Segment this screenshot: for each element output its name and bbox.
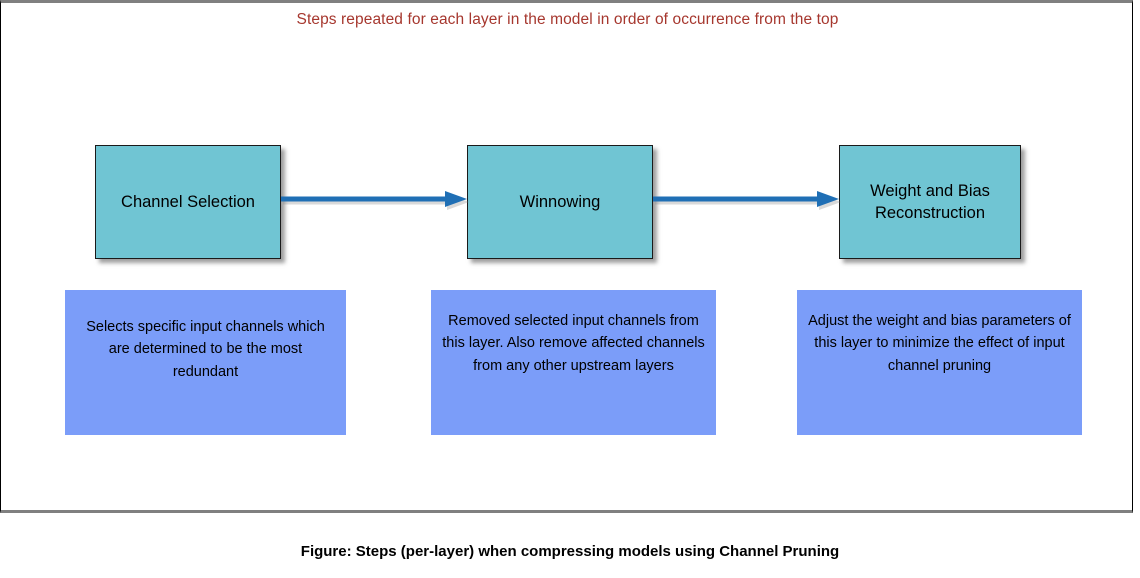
stage-box-winnowing[interactable]: Winnowing bbox=[467, 145, 653, 259]
description-box-channel-selection: Selects specific input channels which ar… bbox=[65, 290, 346, 435]
description-text-weight-and-bias-reconstruction: Adjust the weight and bias parameters of… bbox=[808, 313, 1071, 374]
stage-label-channel-selection: Channel Selection bbox=[121, 192, 255, 211]
diagram-heading: Steps repeated for each layer in the mod… bbox=[296, 11, 839, 28]
stage-box-channel-selection[interactable]: Channel Selection bbox=[95, 145, 281, 259]
stage-label-weight-and-bias-reconstruction: Weight and Bias Reconstruction bbox=[870, 181, 990, 222]
description-box-weight-and-bias-reconstruction: Adjust the weight and bias parameters of… bbox=[797, 290, 1082, 435]
description-text-winnowing: Removed selected input channels from thi… bbox=[442, 313, 705, 374]
stage-label-winnowing: Winnowing bbox=[519, 192, 601, 211]
right-arrow-icon-1 bbox=[281, 191, 469, 210]
stage-box-weight-and-bias-reconstruction[interactable]: Weight and Bias Reconstruction bbox=[839, 145, 1021, 259]
description-box-winnowing: Removed selected input channels from thi… bbox=[431, 290, 716, 435]
figure-caption: Figure: Steps (per-layer) when compressi… bbox=[300, 543, 840, 560]
figure-frame: Steps repeated for each layer in the mod… bbox=[0, 0, 1133, 513]
description-text-channel-selection: Selects specific input channels which ar… bbox=[86, 319, 325, 380]
right-arrow-icon-2 bbox=[653, 191, 841, 210]
